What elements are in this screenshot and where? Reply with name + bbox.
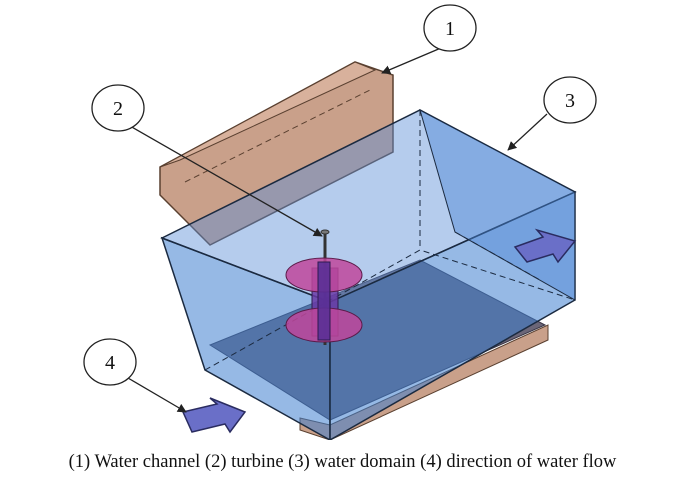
channel-turbine-diagram: 1 2 3 4 xyxy=(83,4,597,440)
callout-3: 3 xyxy=(507,76,597,151)
callout-2: 2 xyxy=(91,84,323,237)
callout-4-label: 4 xyxy=(105,352,115,374)
water-flow-arrow-outlet xyxy=(513,228,577,264)
turbine xyxy=(285,229,363,345)
callout-3-label: 3 xyxy=(565,90,575,112)
callout-1-label: 1 xyxy=(445,18,455,40)
callout-4: 4 xyxy=(83,338,187,413)
figure-caption: (1) Water channel (2) turbine (3) water … xyxy=(68,452,617,472)
water-flow-arrow-inlet xyxy=(181,397,247,434)
callout-1: 1 xyxy=(381,4,477,74)
water-domain xyxy=(160,109,577,440)
callout-2-label: 2 xyxy=(113,98,123,120)
